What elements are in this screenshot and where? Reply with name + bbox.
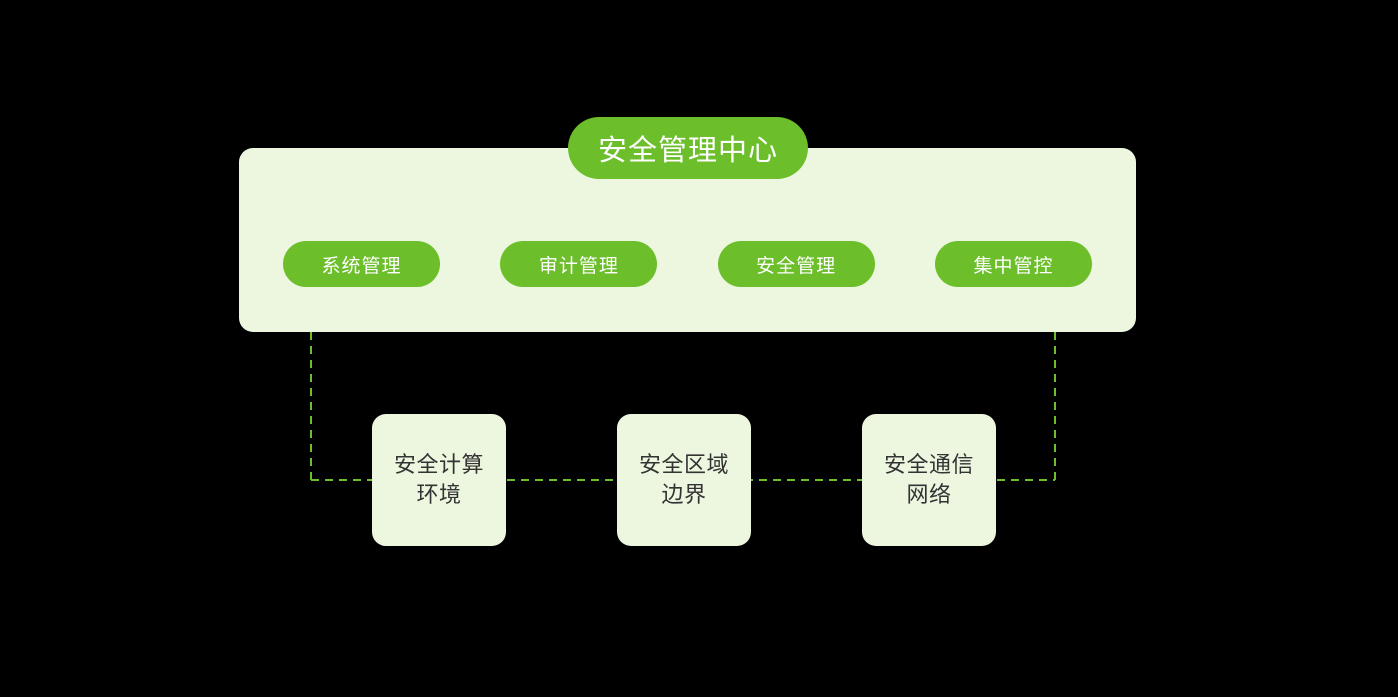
box-secure-area-boundary[interactable]: 安全区域边界: [617, 414, 751, 546]
pill-label: 集中管控: [973, 255, 1054, 277]
pill-centralized-control[interactable]: 集中管控: [934, 241, 1092, 287]
box-label: 安全区域边界: [638, 452, 729, 507]
diagram-title-pill[interactable]: 安全管理中心: [568, 117, 808, 179]
pill-audit-management[interactable]: 审计管理: [500, 241, 658, 287]
pill-label: 审计管理: [538, 255, 619, 277]
capability-pill-row: 系统管理 审计管理 安全管理 集中管控: [283, 241, 1092, 287]
box-secure-computing-environment[interactable]: 安全计算环境: [372, 414, 506, 546]
box-label: 安全通信网络: [883, 452, 974, 507]
pill-label: 系统管理: [321, 255, 402, 277]
box-secure-communication-network[interactable]: 安全通信网络: [862, 414, 996, 546]
pill-system-management[interactable]: 系统管理: [283, 241, 440, 287]
pill-security-management[interactable]: 安全管理: [717, 241, 875, 287]
pill-label: 安全管理: [756, 255, 837, 277]
diagram-title-label: 安全管理中心: [597, 135, 778, 167]
box-label: 安全计算环境: [393, 452, 484, 507]
